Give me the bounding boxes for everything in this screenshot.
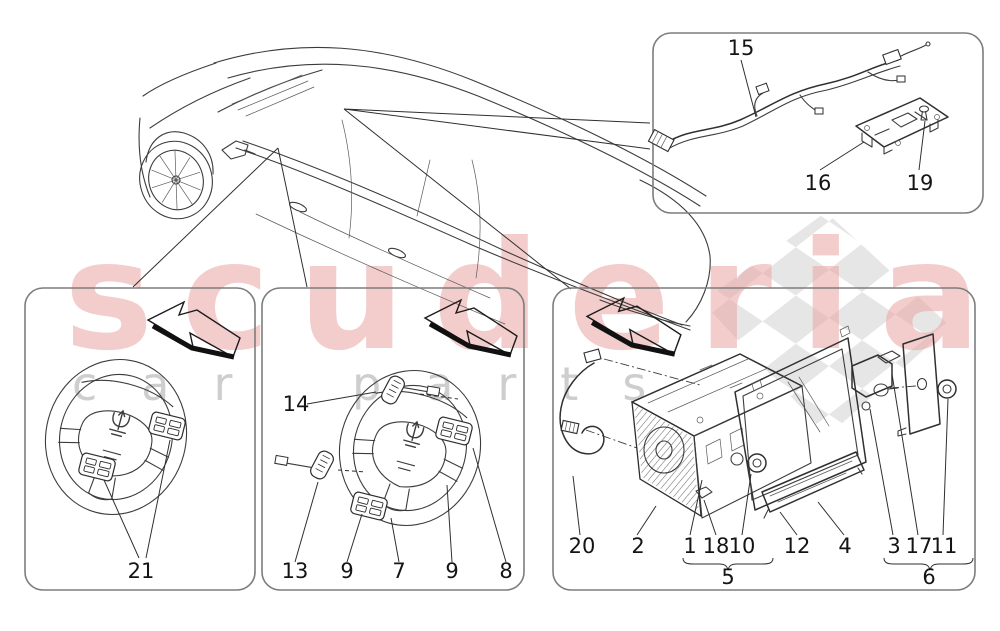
- callout-4: 4: [838, 534, 851, 558]
- callout-9a: 9: [340, 559, 353, 583]
- part-18-clip: [695, 486, 713, 499]
- callout-1: 1: [683, 534, 696, 558]
- callout-14: 14: [283, 392, 310, 416]
- group-bracket-6: [883, 557, 974, 571]
- callout-8: 8: [499, 559, 512, 583]
- callout-7: 7: [392, 559, 405, 583]
- part-1-socket: [730, 452, 744, 466]
- callout-16: 16: [805, 171, 832, 195]
- panel-headunit: [552, 287, 976, 591]
- callout-group-5: 5: [721, 565, 734, 589]
- callout-18: 18: [703, 534, 730, 558]
- panel-steering-wheel-detail: [261, 287, 525, 591]
- callout-21: 21: [128, 559, 155, 583]
- right-switch-pod: [434, 415, 474, 447]
- callout-17: 17: [906, 534, 933, 558]
- steering-wheel-detail-drawing: [274, 300, 517, 563]
- watermark-word-car: car: [72, 357, 276, 411]
- steering-wheel-drawing: [28, 302, 240, 559]
- part-10-knob: [747, 453, 767, 473]
- callout-15: 15: [728, 36, 755, 60]
- left-switch-pod: [77, 451, 117, 483]
- callout-2: 2: [631, 534, 644, 558]
- callout-13: 13: [282, 559, 309, 583]
- location-leader-lines: [132, 108, 651, 290]
- side-parts-3-17-11: [851, 333, 957, 437]
- stalk-switch-14: [378, 373, 441, 407]
- trim-4: [761, 451, 865, 519]
- callout-3: 3: [887, 534, 900, 558]
- callout-19: 19: [907, 171, 934, 195]
- callout-9b: 9: [445, 559, 458, 583]
- callout-12: 12: [784, 534, 811, 558]
- cable-20: [559, 348, 701, 455]
- stalk-switch-13: [274, 448, 337, 482]
- callout-group-6: 6: [922, 565, 935, 589]
- right-switch-pod: [147, 410, 187, 442]
- headunit-drawing: [559, 298, 974, 571]
- callout-11: 11: [931, 534, 958, 558]
- left-switch-pod: [349, 490, 389, 522]
- harness-bracket-drawing: [647, 41, 949, 171]
- checkered-flag-watermark: [702, 212, 950, 436]
- chassis-2: [631, 353, 812, 519]
- panel-steering-wheel: [24, 287, 256, 591]
- group-bracket-5: [682, 557, 774, 571]
- panel-harness-bracket: [652, 32, 984, 214]
- callout-20: 20: [569, 534, 596, 558]
- callout-10: 10: [729, 534, 756, 558]
